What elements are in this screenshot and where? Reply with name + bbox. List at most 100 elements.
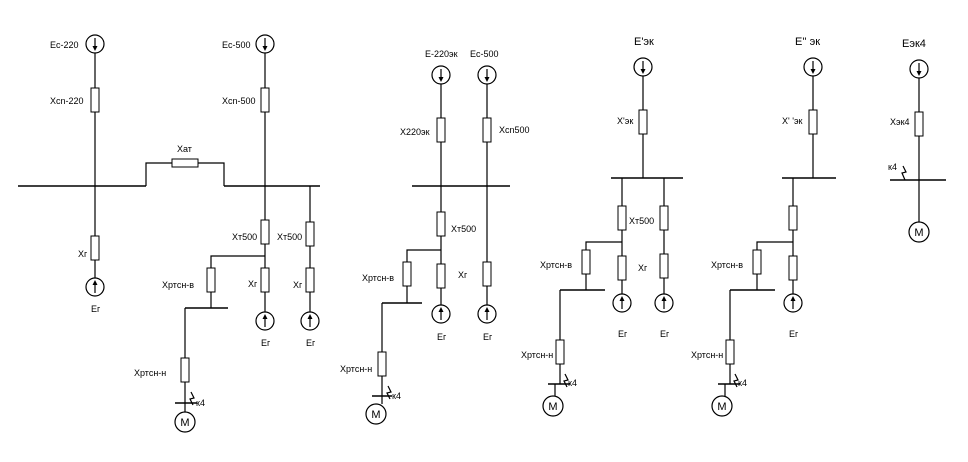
impedance-xrtsn-n — [555, 339, 565, 365]
label-xrtsn-n: Xртсн-н — [691, 350, 723, 360]
label-xrtsn-n: Xртсн-н — [521, 350, 553, 360]
label-xt500-a: Xт500 — [232, 232, 257, 242]
label-xcn500: Xcn-500 — [222, 96, 256, 106]
generator-mid-icon — [255, 311, 275, 331]
generator-b-icon — [477, 304, 497, 324]
label-ec500: Ec-500 — [470, 49, 499, 59]
fault-k4-icon — [563, 373, 569, 388]
impedance-xek4 — [914, 111, 924, 137]
fault-k4-icon — [386, 385, 392, 400]
label-motor: M — [914, 227, 923, 239]
label-motor: M — [180, 417, 189, 429]
label-xt500: Xт500 — [629, 216, 654, 226]
label-eg-b: Eг — [660, 329, 670, 339]
label-eg: Eг — [789, 329, 799, 339]
impedance-xt500 — [436, 211, 446, 237]
label-xt500: Xт500 — [451, 224, 476, 234]
motor-icon — [908, 221, 930, 243]
scheme-3: E'эк X'эк Xт500 Xртсн-в Xг Eг Eг Xртсн-н — [521, 36, 683, 417]
scheme-1: Ec-220 Xcn-220 Ec-500 Xcn-500 Xат Xг Eг … — [18, 34, 320, 433]
motor-icon — [174, 411, 196, 433]
label-xcn220: Xcn-220 — [50, 96, 84, 106]
impedance-xt500-a — [260, 219, 270, 245]
impedance-xg-left — [90, 235, 100, 261]
label-xg-left: Xг — [78, 249, 88, 259]
fault-k4-icon — [733, 373, 739, 388]
label-xg-right: Xг — [293, 280, 303, 290]
impedance-c — [659, 253, 669, 279]
label-xg-mid: Xг — [248, 279, 258, 289]
source-ec220-icon — [85, 34, 105, 54]
impedance-xrtsn-v — [206, 267, 216, 293]
label-xat: Xат — [177, 144, 192, 154]
fault-k4-icon — [189, 391, 195, 406]
generator-right-icon — [300, 311, 320, 331]
motor-icon — [711, 395, 733, 417]
impedance-xrtsn-v — [581, 249, 591, 275]
impedance-x220ek — [436, 117, 446, 143]
source-e220ek-icon — [431, 65, 451, 85]
label-xrtsn-n: Xртсн-н — [134, 368, 166, 378]
label-eg-a: Eг — [618, 329, 628, 339]
label-eg-mid: Eг — [261, 338, 271, 348]
impedance-x2ek — [808, 109, 818, 135]
label-xg: Xг — [638, 263, 648, 273]
label-xcn500: Xcn500 — [499, 125, 530, 135]
impedance-a — [788, 205, 798, 231]
label-xrtsn-v: Xртсн-в — [540, 260, 572, 270]
label-k4: к4 — [888, 162, 897, 172]
impedance-xg-right — [305, 267, 315, 293]
label-xrtsn-n: Xртсн-н — [340, 364, 372, 374]
impedance-xg — [617, 255, 627, 281]
label-e220ek: E-220эк — [425, 49, 458, 59]
label-ec220: Ec-220 — [50, 40, 79, 50]
label-x1ek: X'эк — [617, 116, 633, 126]
impedance-xg-mid — [260, 267, 270, 293]
source-e2ek-icon — [803, 57, 823, 77]
impedance-xat — [171, 158, 199, 168]
source-ec500-icon — [255, 34, 275, 54]
impedance-xrtsn-n — [180, 357, 190, 383]
scheme-2: E-220эк Ec-500 X220эк Xcn500 Xт500 Xртсн… — [340, 49, 530, 425]
label-xt500-b: Xт500 — [277, 232, 302, 242]
label-x220ek: X220эк — [400, 127, 430, 137]
impedance-xrtsn-n — [725, 339, 735, 365]
generator-a-icon — [612, 293, 632, 313]
label-ec500: Ec-500 — [222, 40, 251, 50]
label-k4: к4 — [738, 378, 747, 388]
label-motor: M — [717, 401, 726, 413]
motor-icon — [542, 395, 564, 417]
generator-left-icon — [85, 277, 105, 297]
label-k4: к4 — [568, 378, 577, 388]
label-xrtsn-v: Xртсн-в — [711, 260, 743, 270]
source-eek4-icon — [909, 59, 929, 79]
label-xrtsn-v: Xртсн-в — [162, 280, 194, 290]
label-k4: к4 — [196, 398, 205, 408]
impedance-xcn500 — [260, 87, 270, 113]
label-motor: M — [371, 409, 380, 421]
label-e2ek: E'' эк — [795, 36, 820, 48]
impedance-xcn220 — [90, 87, 100, 113]
label-e1ek: E'эк — [634, 36, 654, 48]
impedance-xcn500 — [482, 117, 492, 143]
impedance-b — [659, 205, 669, 231]
label-xek4: Xэк4 — [890, 117, 910, 127]
label-motor: M — [548, 401, 557, 413]
label-xg: Xг — [458, 270, 468, 280]
impedance-xrtsn-v — [402, 261, 412, 287]
impedance-b — [788, 255, 798, 281]
label-xrtsn-v: Xртсн-в — [362, 273, 394, 283]
label-x2ek: X' 'эк — [782, 116, 803, 126]
label-eg-b: Eг — [483, 332, 493, 342]
generator-a-icon — [431, 304, 451, 324]
impedance-xg-b — [482, 261, 492, 287]
source-e1ek-icon — [633, 57, 653, 77]
label-eek4: Eэк4 — [902, 38, 926, 50]
impedance-xrtsn-v — [752, 249, 762, 275]
impedance-xg — [436, 263, 446, 289]
impedance-xt500-b — [305, 221, 315, 247]
generator-b-icon — [654, 293, 674, 313]
label-eg-right: Eг — [306, 338, 316, 348]
label-eg-a: Eг — [437, 332, 447, 342]
